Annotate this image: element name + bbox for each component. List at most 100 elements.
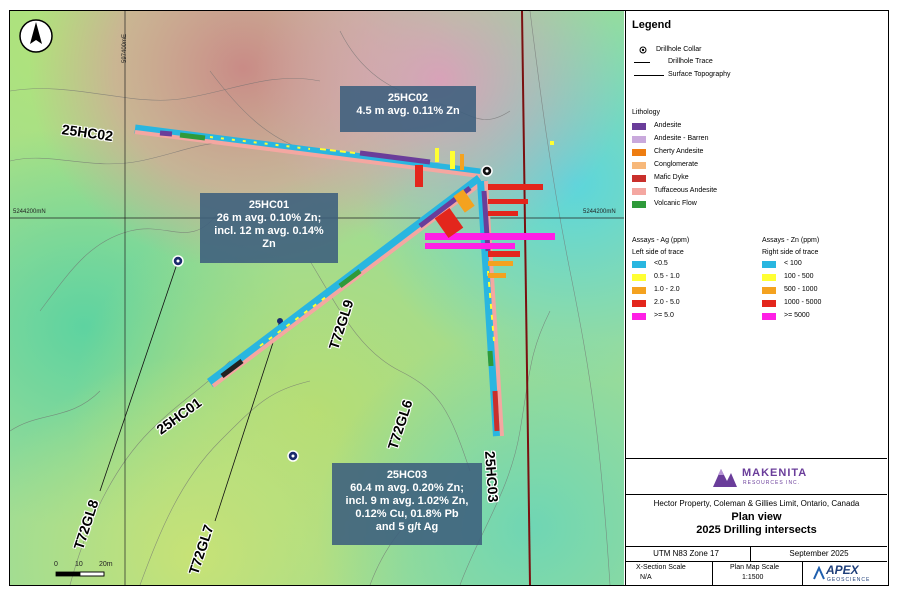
northing-label-right: 5244200mN [583,209,616,215]
callout-25hc02-title: 25HC02 [387,92,429,104]
legend-title: Legend [632,19,672,31]
legend-swatch [632,136,646,143]
utm-zone: UTM N83 Zone 17 [653,549,719,558]
scale-tick-20: 20m [99,561,113,568]
legend-swatch [632,274,646,281]
legend-swatch [632,149,646,156]
scale-tick-0: 0 [54,561,58,568]
legend-swatch [632,201,646,208]
zn-subtitle: Right side of trace [762,249,819,256]
callout-25hc02: 25HC02 4.5 m avg. 0.11% Zn [340,86,476,132]
callout-25hc03: 25HC03 60.4 m avg. 0.20% Zn; incl. 9 m a… [332,463,482,545]
ag-title: Assays - Ag (ppm) [632,237,690,244]
legend-swatch [632,188,646,195]
legend-item-label: Volcanic Flow [654,200,697,207]
legend-item-label: Cherty Andesite [654,148,704,155]
project-block: Hector Property, Coleman & Gillies Limit… [626,494,887,546]
callout-25hc01-line1: 26 m avg. 0.10% Zn; [216,212,322,224]
legend-collar: Drillhole Collar [656,46,702,53]
logo-block: MAKENITA RESOURCES INC. [626,458,887,494]
legend-swatch [762,300,776,307]
info-block: UTM N83 Zone 17 September 2025 [626,546,887,562]
legend-item-label: 2.0 - 5.0 [654,299,680,306]
legend-item-label: Conglomerate [654,161,698,168]
legend-item-label: Andesite - Barren [654,135,709,142]
northing-label-left: 5244200mN [13,209,46,215]
topo-line-icon [634,75,664,76]
legend-panel: Legend Drillhole Collar Drillhole Trace … [625,11,888,586]
legend-swatch [632,162,646,169]
legend-swatch [632,123,646,130]
apex-sub: GEOSCIENCE [827,577,871,583]
map-view[interactable]: 597400mE 5244200mN 5244200mN 0 10 20m 25… [10,11,624,585]
road-line [521,11,531,585]
legend-swatch [632,261,646,268]
map-canvas [10,11,624,585]
makenita-logo-icon [713,469,737,487]
callout-25hc01-line3: Zn [262,238,276,250]
legend-item-label: Tuffaceous Andesite [654,187,718,194]
divider [712,562,713,586]
legend-swatch [762,274,776,281]
divider [750,547,751,562]
plan-scale-value: 1:1500 [742,574,764,581]
xsec-value: N/A [640,574,652,581]
callout-25hc02-line1: 4.5 m avg. 0.11% Zn [356,105,460,117]
legend-item-label: Andesite [654,122,682,129]
callout-25hc03-line3: 0.12% Cu, 01.8% Pb [355,508,459,520]
historic-drill-traces [99,260,281,522]
legend-swatch [762,287,776,294]
drillhole-collars [172,165,493,462]
callout-25hc01-line2: incl. 12 m avg. 0.14% [214,225,324,237]
callout-25hc01-title: 25HC01 [248,199,290,211]
legend-item-label: < 100 [784,260,802,267]
legend-swatch [632,313,646,320]
drill-trace-25hc03 [477,180,504,437]
legend-item-label: Mafic Dyke [654,174,689,181]
divider [802,562,803,586]
trace-line-icon [634,62,650,63]
plan-scale-label: Plan Map Scale [730,564,780,571]
callout-25hc03-line1: 60.4 m avg. 0.20% Zn; [350,482,464,494]
legend-trace: Drillhole Trace [668,58,713,65]
legend-item-label: >= 5000 [784,312,810,319]
ag-subtitle: Left side of trace [632,249,684,256]
company-name: MAKENITA [742,467,808,479]
map-date: September 2025 [789,549,849,558]
legend-item-label: 1000 - 5000 [784,299,822,306]
callout-25hc03-line2: incl. 9 m avg. 1.02% Zn, [345,495,469,507]
callout-25hc01: 25HC01 26 m avg. 0.10% Zn; incl. 12 m av… [200,193,338,263]
scale-block: X-Section Scale N/A Plan Map Scale 1:150… [626,561,887,586]
north-arrow-icon [19,19,53,53]
legend-item-label: 100 - 500 [784,273,814,280]
callout-25hc03-line4: and 5 g/t Ag [375,521,439,533]
project-name: Hector Property, Coleman & Gillies Limit… [653,499,860,508]
scale-tick-10: 10 [75,561,83,568]
zn-title: Assays - Zn (ppm) [762,237,820,244]
scale-bar [55,571,105,577]
legend-topo: Surface Topography [668,71,731,78]
lithology-title: Lithology [632,109,661,116]
assay-bars [415,141,555,278]
company-sub: RESOURCES INC. [743,480,801,486]
callout-25hc03-title: 25HC03 [386,469,428,481]
easting-label: 597400mE [122,33,128,63]
legend-swatch [632,287,646,294]
drill-trace-25hc01 [206,175,485,388]
legend-swatch [632,175,646,182]
apex-logo-icon [813,566,825,580]
map-subtitle: 2025 Drilling intersects [696,524,817,536]
xsec-label: X-Section Scale [636,564,686,571]
legend-item-label: >= 5.0 [654,312,674,319]
legend-item-label: 0.5 - 1.0 [654,273,680,280]
collar-icon [639,46,647,54]
legend-item-label: 500 - 1000 [784,286,818,293]
legend-item-label: <0.5 [654,260,668,267]
legend-swatch [762,313,776,320]
legend-swatch [762,261,776,268]
view-name: Plan view [731,511,782,523]
legend-item-label: 1.0 - 2.0 [654,286,680,293]
topography-contours [10,11,611,585]
legend-swatch [632,300,646,307]
apex-name: APEX [826,563,859,577]
